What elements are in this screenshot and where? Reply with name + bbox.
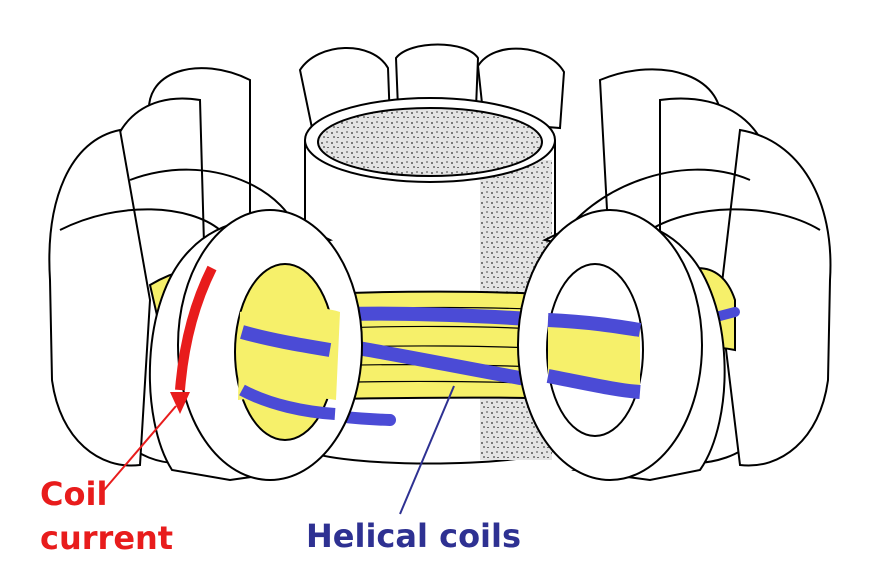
coil-current-label: Coil current xyxy=(40,472,173,560)
arrow-down-icon xyxy=(175,265,217,391)
coil-current-label-line1: Coil xyxy=(40,475,108,513)
coil-current-label-line2: current xyxy=(40,519,174,557)
helical-coils-leader xyxy=(399,385,455,515)
front-left-coil xyxy=(148,209,363,482)
coil-current-leader xyxy=(103,405,177,491)
coil-current-arrow xyxy=(170,265,217,414)
helical-coils-label: Helical coils xyxy=(306,517,522,555)
front-right-coil xyxy=(517,209,726,482)
back-coil-center xyxy=(394,43,480,109)
